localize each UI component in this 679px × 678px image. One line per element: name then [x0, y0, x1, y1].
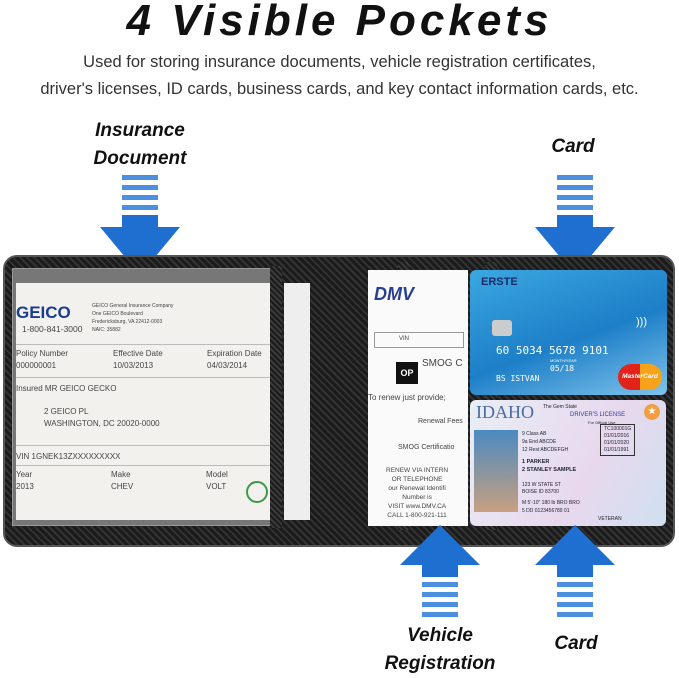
insurance-card: GEICO 1-800-841-3000 GEICO General Insur… [16, 283, 270, 520]
veteran: VETERAN [598, 516, 622, 522]
phone: 1-800-841-3000 [22, 324, 83, 334]
drivers-license: IDAHO The Gem State DRIVER'S LICENSE For… [470, 400, 666, 526]
chip-icon [492, 320, 512, 336]
label-line: Vehicle [407, 625, 473, 646]
smog-certification: SMOG Certificatio [398, 444, 455, 451]
expiry: 05/18 [550, 364, 575, 373]
smog-title: SMOG C [422, 358, 463, 369]
label-line: Registration [384, 653, 496, 674]
credit-card: ERSTE ))) 60 5034 5678 9101 MONTH/YEAR 0… [470, 270, 667, 395]
dd-number: 5 DD 0123456789 01 [522, 508, 570, 514]
seal-icon [246, 481, 268, 503]
arrow-up-icon [535, 525, 615, 627]
pocket-strap [270, 266, 282, 528]
insured: Insured MR GEICO GECKO [16, 384, 117, 393]
expiry-label: MONTH/YEAR [550, 358, 577, 363]
motto: The Gem State [543, 404, 577, 410]
label-card-top: Card [551, 136, 595, 157]
physical: M 5'-10" 180 lb BRO BRO [522, 500, 580, 506]
official-use: For Official Use [588, 420, 616, 425]
vin: VIN 1GNEK13ZXXXXXXXXX [16, 452, 121, 461]
mastercard-logo: MasterCard [618, 364, 662, 390]
vehicle-registration-doc: DMV VIN SMOG C OP To renew just provide;… [368, 270, 468, 526]
label-vehicle-registration: Vehicle Registration [360, 622, 520, 678]
photo [474, 430, 518, 512]
arrow-up-icon [400, 525, 480, 627]
cardholder-name: BS ISTVAN [496, 374, 540, 383]
license-type: DRIVER'S LICENSE [570, 412, 626, 418]
page-title: 4 Visible Pockets [126, 0, 553, 45]
geico-logo: GEICO [16, 303, 71, 322]
provide-text: To renew just provide; [368, 393, 446, 402]
star-icon: ★ [644, 404, 660, 420]
label-insurance-document: Insurance Document [60, 117, 220, 173]
bank-logo: ERSTE [481, 276, 518, 288]
label-line: Insurance [95, 120, 185, 141]
state-logo: IDAHO [476, 402, 534, 422]
vin-field: VIN [374, 332, 464, 348]
label-card-bottom: Card [554, 633, 598, 654]
contactless-icon: ))) [636, 316, 647, 328]
subtitle-line-1: Used for storing insurance documents, ve… [83, 53, 596, 71]
subtitle-line-2: driver's licenses, ID cards, business ca… [40, 80, 639, 98]
renewal-fees: Renewal Fees [418, 418, 463, 425]
card-number: 60 5034 5678 9101 [496, 344, 609, 357]
side-card-insert [284, 283, 310, 520]
label-line: Document [93, 148, 187, 169]
stop-sign-icon: OP [396, 362, 418, 384]
dmv-logo: DMV [374, 284, 414, 304]
